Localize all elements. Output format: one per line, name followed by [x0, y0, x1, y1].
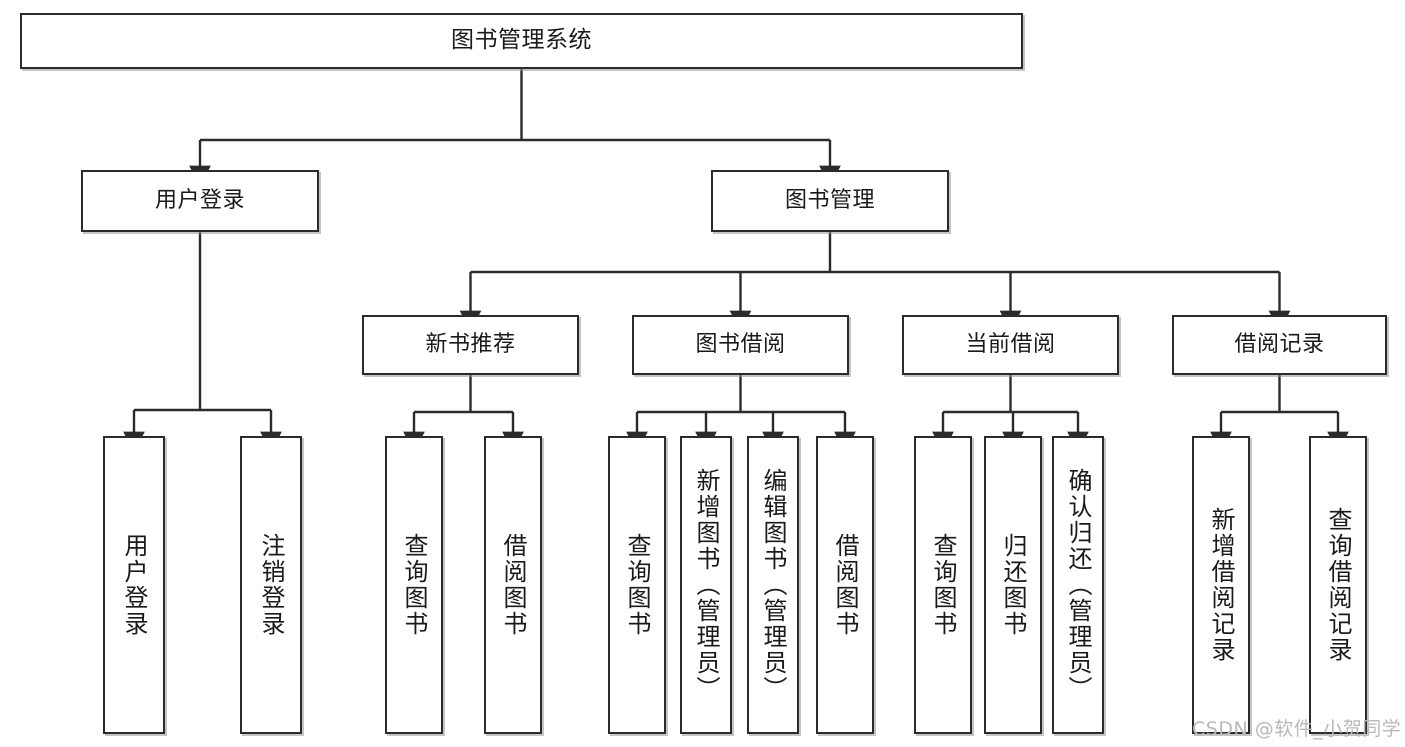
node-label: 借阅图书	[831, 533, 859, 637]
node-l_edit[interactable]: 编辑图书（管理员）	[747, 436, 799, 734]
node-l_logout[interactable]: 注销登录	[240, 436, 302, 734]
node-login[interactable]: 用户登录	[81, 170, 319, 232]
node-label: 用户登录	[154, 187, 245, 213]
node-root[interactable]: 图书管理系统	[20, 13, 1023, 69]
node-label: 查询图书	[929, 533, 957, 637]
node-l_q1[interactable]: 查询图书	[385, 436, 443, 734]
node-label: 借阅记录	[1234, 331, 1325, 357]
node-label: 归还图书	[999, 533, 1027, 637]
node-l_login[interactable]: 用户登录	[103, 436, 165, 734]
node-l_add[interactable]: 新增图书（管理员）	[680, 436, 732, 734]
node-newbook[interactable]: 新书推荐	[362, 315, 579, 375]
node-l_q2[interactable]: 查询图书	[608, 436, 666, 734]
node-label: 确认归还（管理员）	[1064, 468, 1092, 702]
node-label: 用户登录	[120, 533, 148, 637]
node-label: 查询借阅记录	[1324, 507, 1352, 663]
node-label: 查询图书	[400, 533, 428, 637]
node-label: 新增借阅记录	[1207, 507, 1235, 663]
node-label: 图书管理系统	[451, 27, 592, 54]
node-l_b2[interactable]: 借阅图书	[816, 436, 874, 734]
node-label: 查询图书	[623, 533, 651, 637]
node-label: 借阅图书	[499, 533, 527, 637]
node-bookmgr[interactable]: 图书管理	[711, 170, 949, 232]
node-current[interactable]: 当前借阅	[902, 315, 1119, 375]
node-label: 图书借阅	[695, 331, 786, 357]
node-l_confirm[interactable]: 确认归还（管理员）	[1052, 436, 1104, 734]
node-l_qrec[interactable]: 查询借阅记录	[1309, 436, 1367, 734]
node-l_return[interactable]: 归还图书	[984, 436, 1042, 734]
node-label: 当前借阅	[965, 331, 1056, 357]
node-l_b1[interactable]: 借阅图书	[484, 436, 542, 734]
node-l_addrec[interactable]: 新增借阅记录	[1192, 436, 1250, 734]
node-records[interactable]: 借阅记录	[1172, 315, 1387, 375]
node-label: 注销登录	[257, 533, 285, 637]
node-label: 新书推荐	[425, 331, 516, 357]
node-label: 编辑图书（管理员）	[759, 468, 787, 702]
node-label: 图书管理	[784, 187, 875, 213]
node-label: 新增图书（管理员）	[692, 468, 720, 702]
node-borrow[interactable]: 图书借阅	[632, 315, 849, 375]
node-l_q3[interactable]: 查询图书	[914, 436, 972, 734]
